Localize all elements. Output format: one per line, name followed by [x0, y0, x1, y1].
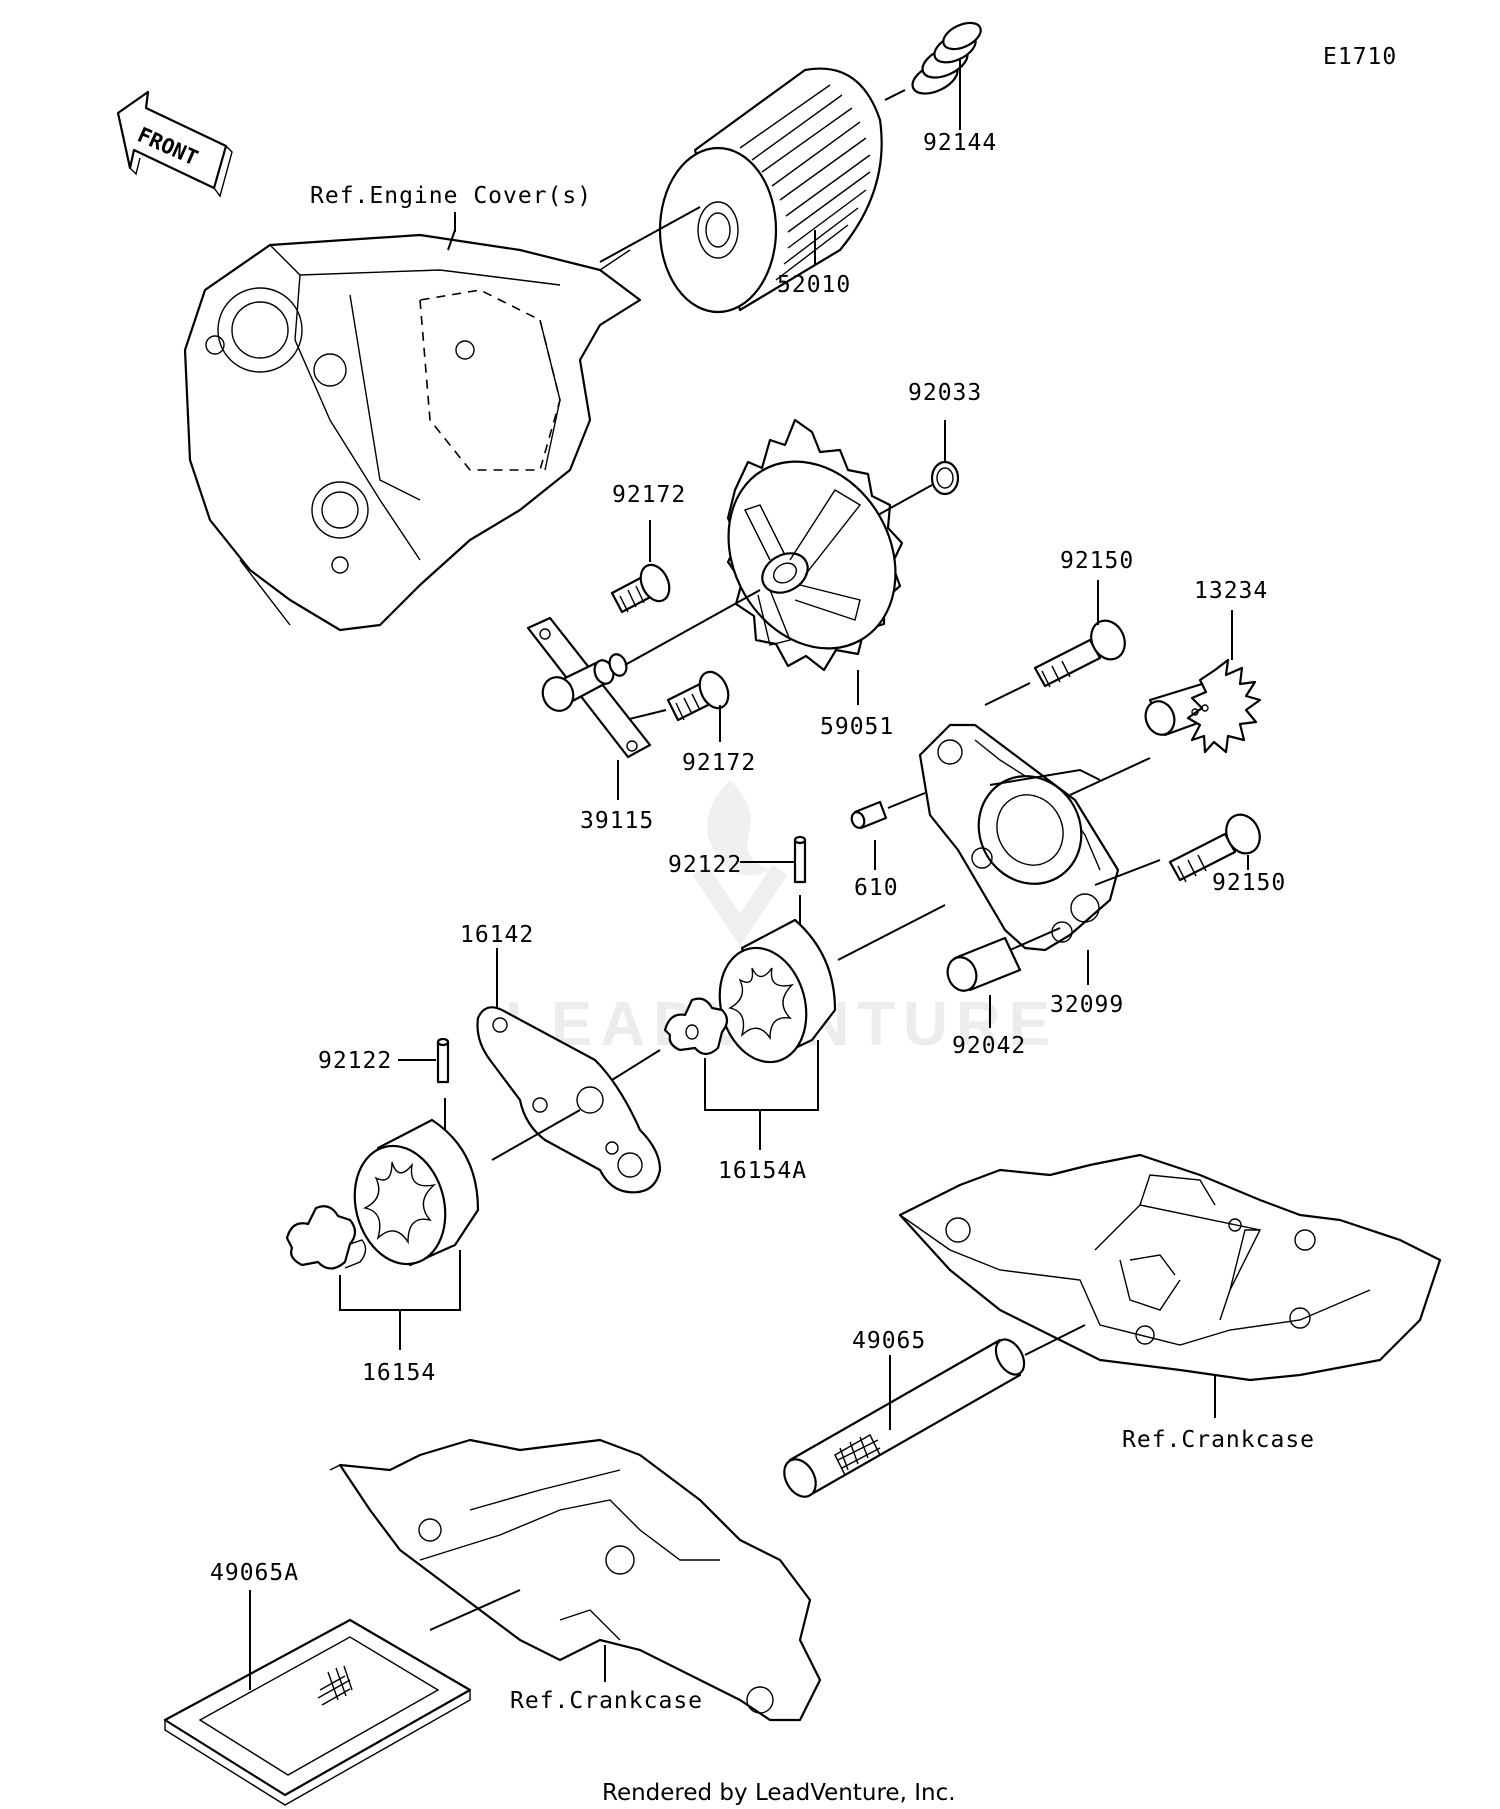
front-arrow-icon: FRONT [116, 90, 233, 198]
part-92033-circlip [930, 460, 960, 496]
label-92172-bottom: 92172 [682, 750, 756, 776]
part-inner-rotor-lower [285, 1205, 367, 1270]
part-16142-cover-plate [476, 1006, 662, 1194]
ref-crankcase-right-label: Ref.Crankcase [1122, 1427, 1315, 1453]
diagram-code: E1710 [1323, 44, 1397, 70]
label-92172-top: 92172 [612, 482, 686, 508]
footer-credit: Rendered by LeadVenture, Inc. [602, 1780, 956, 1806]
part-92172-screw-top [610, 563, 671, 614]
part-92042-collar [946, 936, 1022, 992]
label-49065: 49065 [852, 1328, 926, 1354]
part-49065-oil-screen [783, 1338, 1026, 1498]
part-39115-shaft-plate [526, 616, 652, 759]
label-92122-left: 92122 [318, 1048, 392, 1074]
label-16154: 16154 [362, 1360, 436, 1386]
label-92122-top: 92122 [668, 852, 742, 878]
part-92122-pin-left [436, 1037, 450, 1084]
label-32099: 32099 [1050, 992, 1124, 1018]
label-92150-top: 92150 [1060, 548, 1134, 574]
engine-cover-ref [183, 233, 642, 632]
label-92033: 92033 [908, 380, 982, 406]
label-52010: 52010 [777, 272, 851, 298]
label-39115: 39115 [580, 808, 654, 834]
crankcase-bottom-ref [329, 1438, 822, 1722]
part-32099-pump-body [918, 723, 1120, 952]
part-610-dowel-pin [850, 800, 888, 830]
label-92150-bottom: 92150 [1212, 870, 1286, 896]
label-16142: 16142 [460, 922, 534, 948]
part-59051-gear [726, 418, 904, 672]
label-49065A: 49065A [210, 1560, 299, 1586]
label-16154A: 16154A [718, 1158, 807, 1184]
label-59051: 59051 [820, 714, 894, 740]
part-92122-pin-top [793, 835, 807, 884]
part-49065A-filter-screen [163, 1618, 472, 1806]
ref-engine-cover-label: Ref.Engine Cover(s) [310, 183, 592, 209]
ref-crankcase-bottom-label: Ref.Crankcase [510, 1688, 703, 1714]
part-outer-rotor-lower [353, 1118, 480, 1267]
part-inner-rotor-upper [663, 997, 729, 1056]
label-92144: 92144 [923, 130, 997, 156]
part-92172-screw-bottom [666, 670, 730, 722]
part-outer-rotor-upper [718, 918, 837, 1064]
crankcase-right-ref [898, 1153, 1442, 1382]
part-13234-pump-shaft [1144, 658, 1262, 754]
part-52010-oil-filter [658, 67, 883, 314]
label-13234: 13234 [1194, 578, 1268, 604]
part-92150-bolt-top [1033, 619, 1126, 688]
label-610: 610 [854, 875, 899, 901]
label-92042: 92042 [952, 1033, 1026, 1059]
part-92150-bolt-bottom [1168, 813, 1261, 883]
part-92144-spring [911, 21, 982, 95]
